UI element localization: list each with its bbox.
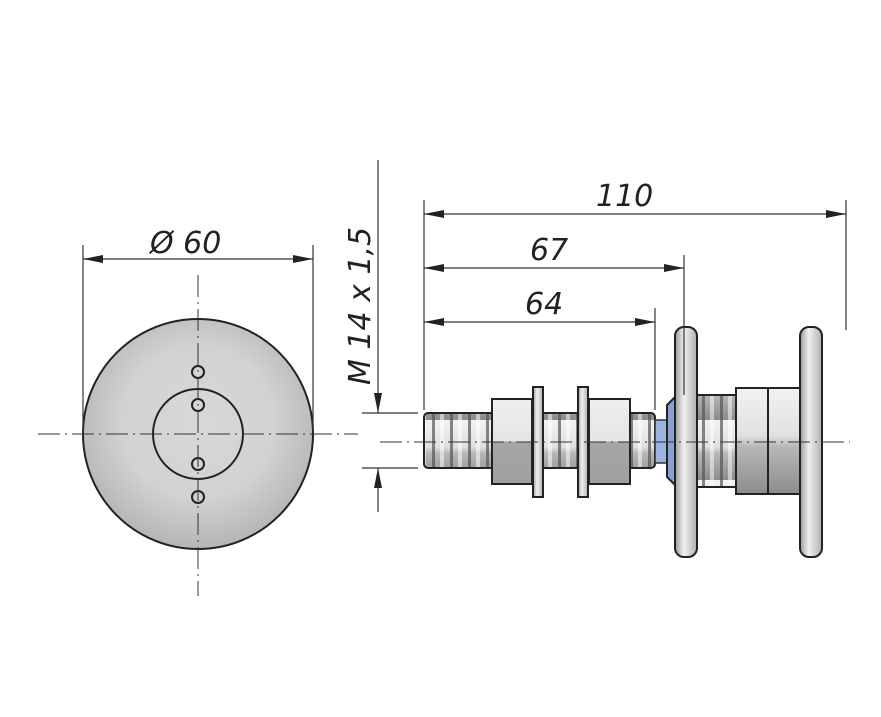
thread-dimension: M 14 x 1,5 [343,160,418,512]
length-64-label: 64 [525,287,563,322]
length-67-label: 67 [530,233,568,268]
length-dimensions: 110 67 64 [423,179,847,410]
thread-label: M 14 x 1,5 [343,227,378,385]
diameter-dimension: Ø 60 [82,226,314,434]
diameter-label: Ø 60 [148,226,221,261]
sleeve [696,394,737,488]
side-view: 110 67 64 M 14 x 1,5 [343,160,850,558]
front-view: Ø 60 [38,226,358,596]
length-110-label: 110 [596,179,653,214]
